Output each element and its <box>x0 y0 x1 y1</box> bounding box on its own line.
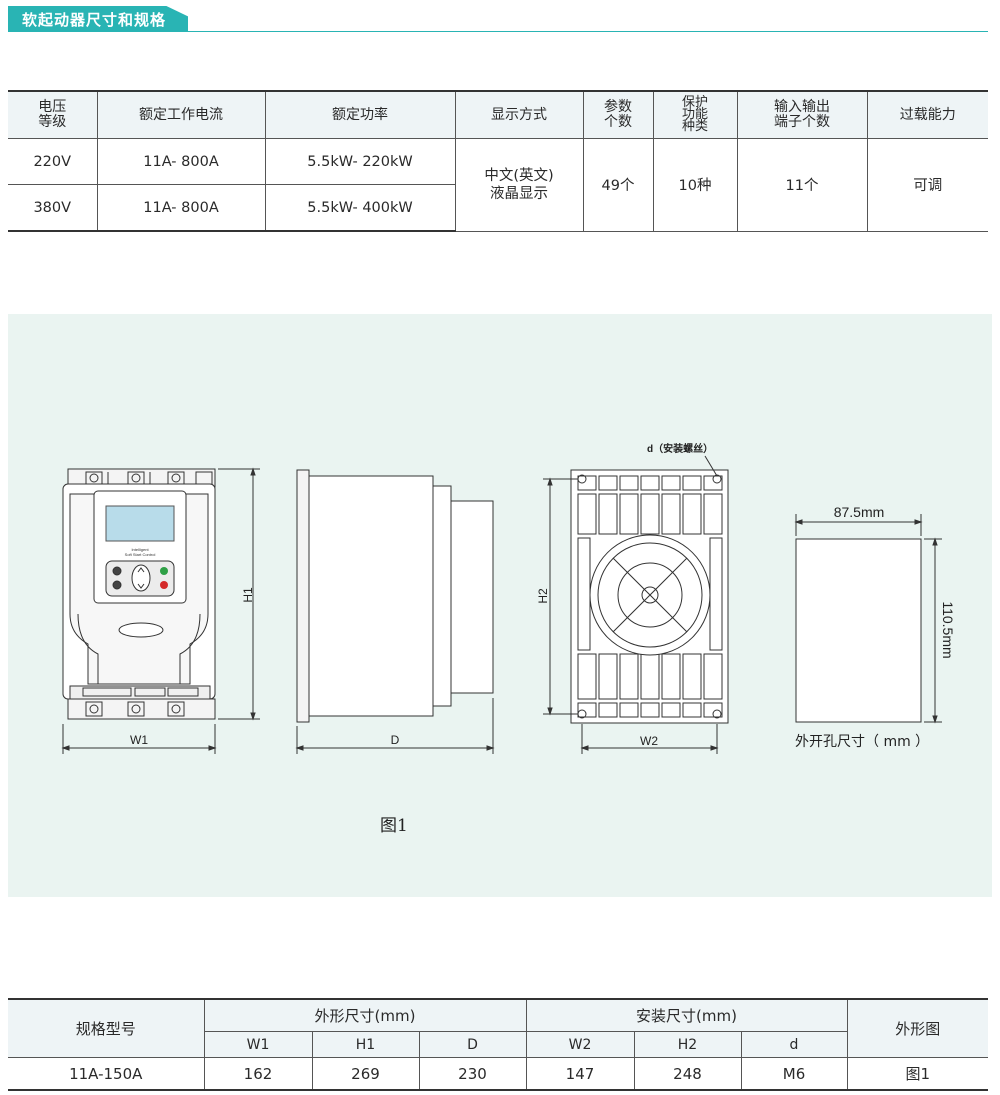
cell-h1: 269 <box>311 1057 420 1091</box>
cell-current: 11A- 800A <box>96 184 266 232</box>
dimension-drawing: 智能软起动控制 Intelligent Soft Start Control W… <box>61 442 956 754</box>
table-row: 380V 11A- 800A 5.5kW- 400kW <box>8 184 988 232</box>
panel-title-text: 智能软起动控制 <box>122 496 157 503</box>
cell-io: 11个 <box>736 138 868 232</box>
header-h1: H1 <box>311 1031 420 1058</box>
cell-overload: 可调 <box>866 138 988 232</box>
cell-display: 中文(英文)液晶显示 <box>454 138 584 232</box>
header-w2: W2 <box>525 1031 635 1058</box>
header-display: 显示方式 <box>454 90 584 139</box>
cell-power: 5.5kW- 220kW <box>264 138 456 185</box>
header-d: D <box>418 1031 527 1058</box>
label-d: D <box>391 733 400 747</box>
cut-height-label: 110.5mm <box>940 601 956 658</box>
cutout-caption: 外开孔尺寸（ mm ） <box>795 734 930 750</box>
header-voltage: 电压等级 <box>8 90 98 139</box>
header-w1: W1 <box>204 1031 313 1058</box>
spec-header-row: 电压等级 额定工作电流 额定功率 显示方式 参数个数 保护功能种类 输入输出端子… <box>8 90 988 139</box>
header-h2: H2 <box>633 1031 742 1058</box>
header-shape: 外形图 <box>846 998 988 1058</box>
cell-params: 49个 <box>582 138 654 232</box>
header-current: 额定工作电流 <box>96 90 266 139</box>
header-params: 参数个数 <box>582 90 654 139</box>
panel-sub2-text: Soft Start Control <box>125 552 156 557</box>
label-w2: W2 <box>640 734 658 748</box>
label-h2: H2 <box>536 588 550 604</box>
header-power: 额定功率 <box>264 90 456 139</box>
cell-voltage: 220V <box>8 138 98 185</box>
header-protection: 保护功能种类 <box>652 90 738 139</box>
header-model: 规格型号 <box>8 998 205 1058</box>
cell-d: 230 <box>418 1057 527 1091</box>
cell-w2: 147 <box>525 1057 635 1091</box>
cutout-view <box>794 514 942 724</box>
header-io: 输入输出端子个数 <box>736 90 868 139</box>
dimension-table: 规格型号 外形尺寸(mm) 安装尺寸(mm) 外形图 W1 H1 D W2 H2… <box>8 998 988 1091</box>
dim-subheader-row: W1 H1 D W2 H2 d <box>8 1031 988 1058</box>
dim-header-row: 规格型号 外形尺寸(mm) 安装尺寸(mm) 外形图 <box>8 998 988 1058</box>
front-view <box>61 467 260 754</box>
cell-h2: 248 <box>633 1057 742 1091</box>
spec-table: 电压等级 额定工作电流 额定功率 显示方式 参数个数 保护功能种类 输入输出端子… <box>8 90 988 232</box>
label-h1: H1 <box>241 587 255 603</box>
cell-power: 5.5kW- 400kW <box>264 184 455 232</box>
header-screw: d <box>740 1031 847 1058</box>
header-install: 安装尺寸(mm) <box>525 998 848 1032</box>
cell-w1: 162 <box>203 1057 313 1091</box>
cell-model: 11A-150A <box>8 1057 205 1091</box>
side-view <box>295 469 495 754</box>
cut-width-label: 87.5mm <box>834 504 885 520</box>
cell-shape: 图1 <box>846 1057 988 1091</box>
cell-voltage: 380V <box>8 184 98 232</box>
label-screw: d（安装螺丝） <box>647 442 713 455</box>
table-row: 11A-150A 162 269 230 147 248 M6 图1 <box>8 1057 988 1091</box>
drawing-panel: 智能软起动控制 Intelligent Soft Start Control W… <box>8 314 992 897</box>
cell-protection: 10种 <box>652 138 738 232</box>
cell-screw: M6 <box>740 1057 848 1091</box>
header-overload: 过载能力 <box>866 90 988 139</box>
section-tab <box>8 6 188 32</box>
header-outer: 外形尺寸(mm) <box>203 998 527 1032</box>
panel-sub1-text: Intelligent <box>131 547 149 552</box>
back-view <box>543 455 729 754</box>
label-w1: W1 <box>130 733 148 747</box>
cell-current: 11A- 800A <box>96 138 266 185</box>
figure-caption: 图1 <box>380 816 408 836</box>
header-divider <box>188 31 988 32</box>
table-row: 220V 11A- 800A 5.5kW- 220kW 中文(英文)液晶显示 4… <box>8 138 988 232</box>
section-title: 软起动器尺寸和规格 <box>22 11 167 29</box>
